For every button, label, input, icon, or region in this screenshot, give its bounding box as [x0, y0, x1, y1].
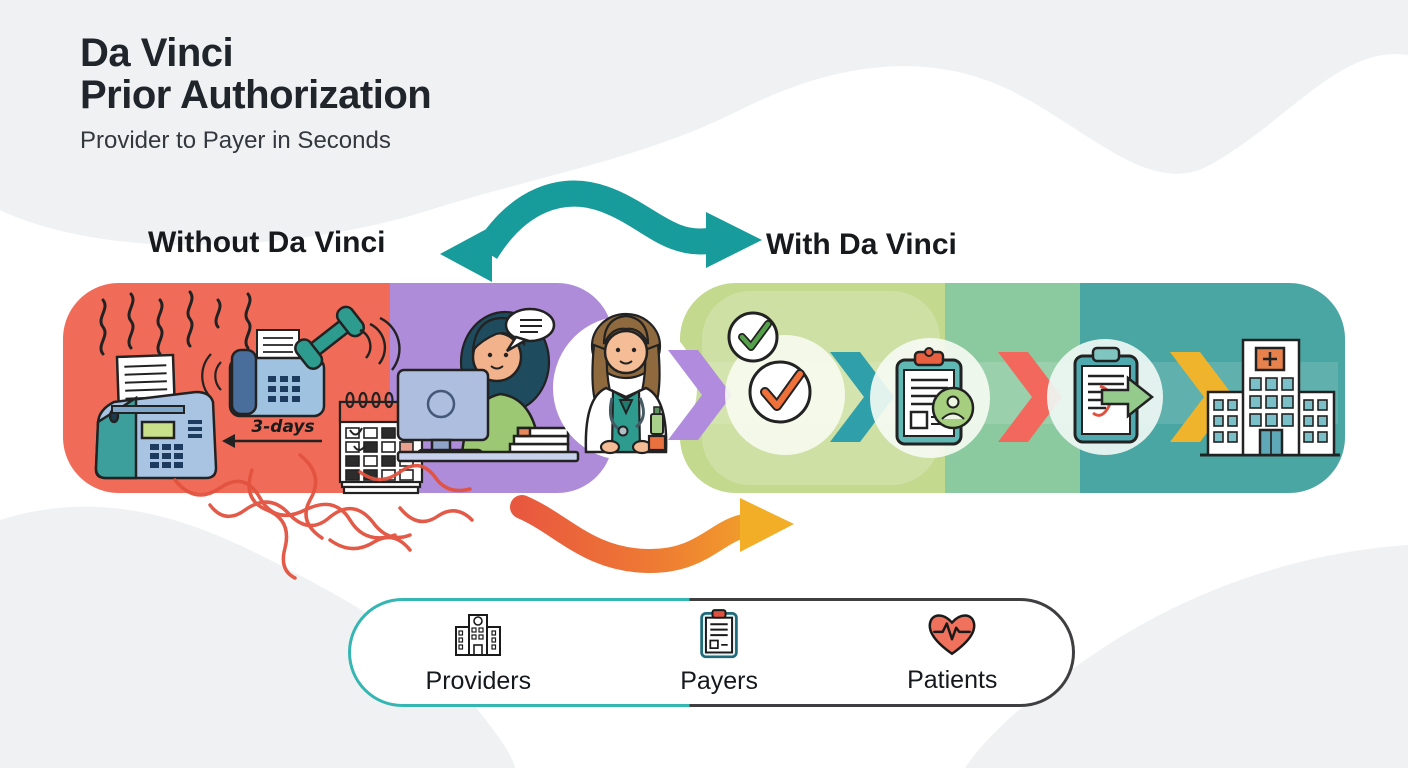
- speech-bubble-icon: [504, 307, 556, 353]
- tangle-scribbles: [173, 453, 474, 580]
- stress-squiggles: [99, 290, 252, 356]
- clipboard-person-icon: [895, 347, 975, 446]
- step-clipboard-review: [870, 338, 990, 458]
- checkmark-green-icon: [727, 311, 779, 363]
- section-label-with: With Da Vinci: [766, 228, 957, 261]
- clipboard-approval-icon: [1073, 346, 1155, 444]
- section-label-without: Without Da Vinci: [148, 226, 386, 259]
- doctor-illustration: [553, 312, 697, 460]
- step-checkmarks: [725, 311, 845, 455]
- legend-label-providers: Providers: [425, 667, 532, 695]
- books-icon: [508, 426, 570, 455]
- page-title-line1: Da Vinci: [80, 31, 234, 75]
- page-title-line2: Prior Authorization: [80, 73, 432, 118]
- chevron-purple-icon: [668, 350, 732, 440]
- desk: [396, 450, 580, 463]
- legend-label-patients: Patients: [907, 666, 998, 694]
- delay-arrow: [222, 434, 322, 448]
- exchange-arrow: [440, 180, 762, 282]
- checkmark-orange-icon: [748, 360, 812, 424]
- admin-worker-at-computer: [396, 307, 580, 463]
- fax-machine-icon: [94, 353, 218, 480]
- phone-handset-icon: [294, 305, 401, 371]
- legend-item-patients: Patients: [907, 610, 997, 695]
- page-subtitle: Provider to Payer in Seconds: [80, 126, 391, 154]
- header: Da Vinci Prior Authorization Provider to…: [80, 31, 432, 155]
- legend-label-payers: Payers: [680, 667, 759, 695]
- step-clipboard-approval: [1047, 339, 1163, 455]
- clipboard-legend-icon: [700, 609, 738, 659]
- hospital-icon: [1200, 338, 1340, 457]
- monitor-icon: [396, 368, 490, 442]
- heart-ecg-legend-icon: [928, 614, 976, 656]
- hospital-building-legend-icon: [455, 614, 502, 656]
- vial-icon: [650, 413, 664, 435]
- phone-icon: [201, 329, 326, 418]
- stakeholders-legend: Providers Payers Patients: [348, 598, 1075, 707]
- delay-label: 3-days: [251, 417, 314, 437]
- legend-item-providers: Providers: [425, 609, 532, 696]
- legend-item-payers: Payers: [680, 609, 758, 696]
- fast-track-arrow: [510, 495, 794, 574]
